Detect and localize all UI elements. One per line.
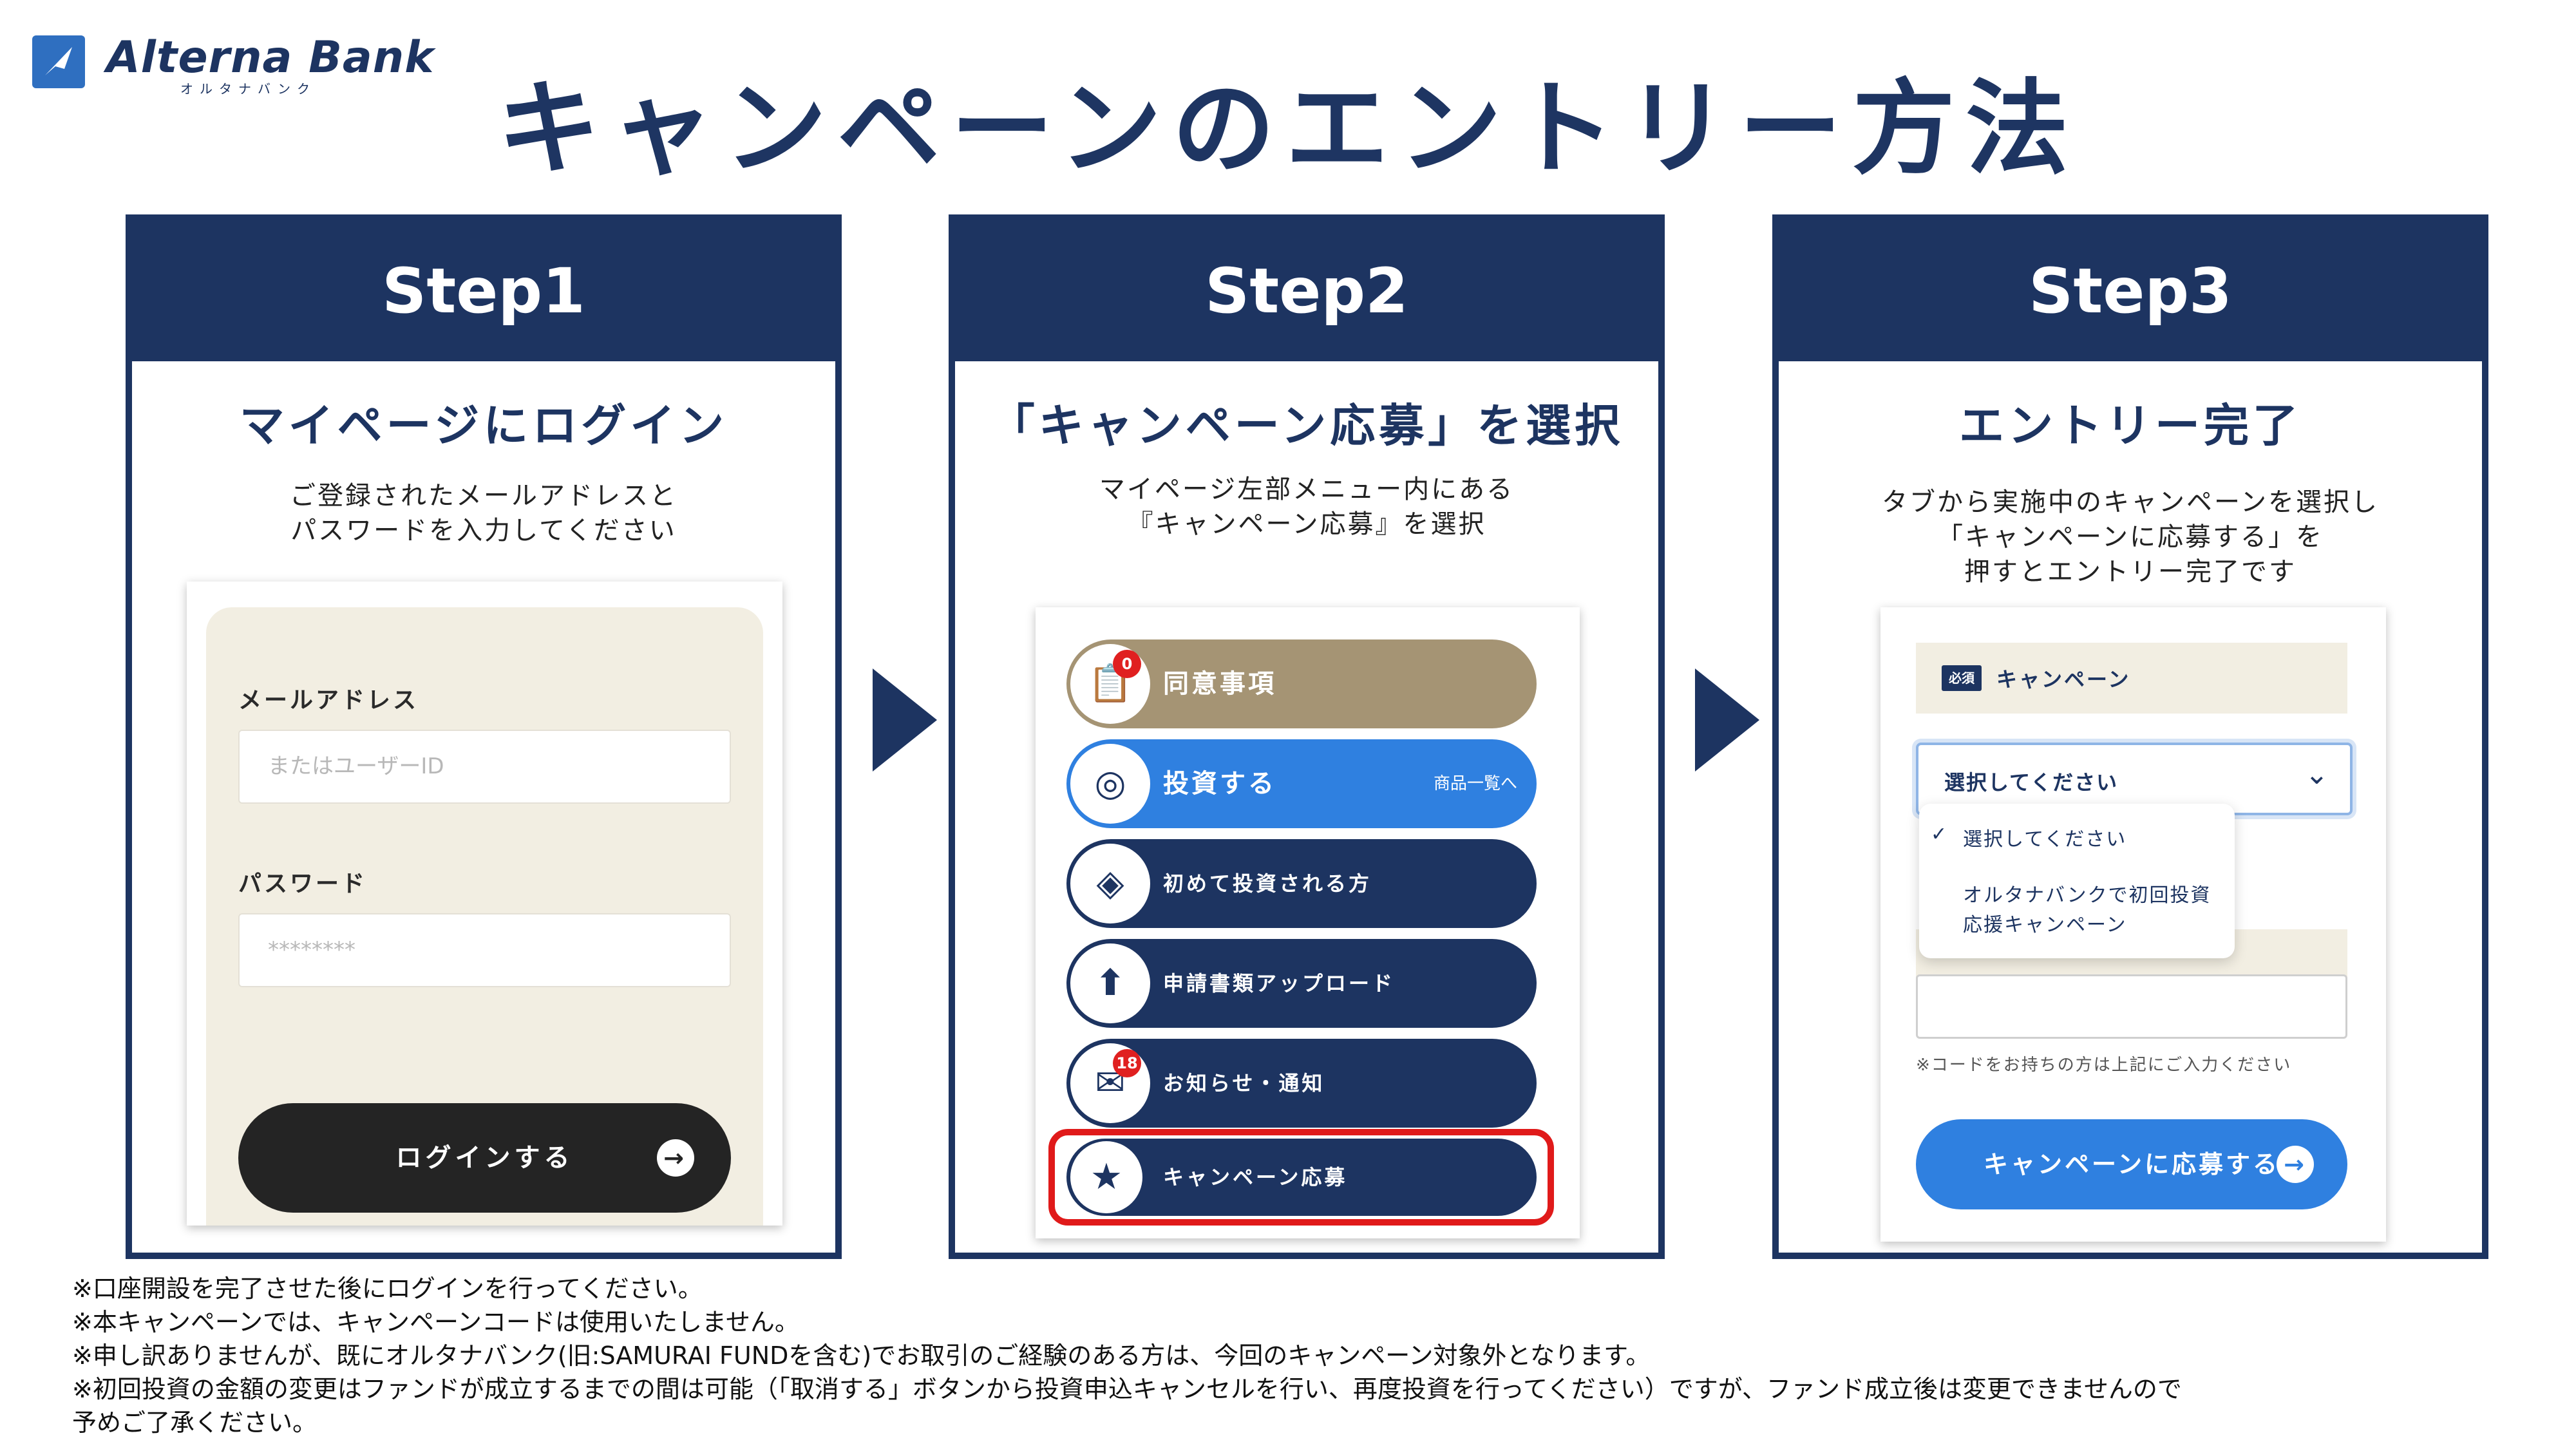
apply-button-label: キャンペーンに応募する [1983,1150,2280,1179]
menu-item-notifications[interactable]: ✉ 18 お知らせ・通知 [1066,1039,1537,1128]
login-card: メールアドレス またはユーザーID パスワード ******** ログインする … [206,607,763,1226]
chevron-down-icon: ⌄ [2305,758,2329,791]
coins-icon: ◎ [1070,744,1150,824]
menu-item-label: お知らせ・通知 [1163,1071,1325,1095]
campaign-form-mock: 必須 キャンペーン 選択してください ⌄ ✓ 選択してください オルタナバンクで… [1880,607,2386,1242]
step3-header: Step3 [1779,221,2482,361]
menu-item-label: 同意事項 [1163,669,1276,699]
arrow-right-circle-icon: → [657,1139,694,1177]
notifications-badge: 18 [1113,1049,1141,1077]
upload-icon: ⬆ [1070,943,1150,1023]
logo-subtitle: オルタナバンク [180,81,316,97]
alterna-logo-icon [32,35,85,88]
step3-panel: Step3 エントリー完了 タブから実施中のキャンペーンを選択し 「キャンペーン… [1772,214,2488,1259]
email-input[interactable]: またはユーザーID [238,730,731,804]
step2-description: マイページ左部メニュー内にある 『キャンペーン応募』を選択 [1099,475,1515,539]
arrow-right-circle-icon: → [2277,1146,2314,1183]
login-button-label: ログインする [395,1143,574,1173]
step1-title: マイページにログイン [239,399,728,452]
campaign-section-label: キャンペーン [1996,667,2131,692]
logo-text: Alterna Bank [106,32,435,83]
menu-item-upload[interactable]: ⬆ 申請書類アップロード [1066,939,1537,1028]
beginner-mark-icon: ◈ [1070,844,1150,923]
step1-header: Step1 [132,221,835,361]
menu-item-campaign[interactable]: ★ キャンペーン応募 [1066,1139,1537,1216]
invest-sub-link[interactable]: 商品一覧へ [1434,774,1518,793]
menu-item-agreement[interactable]: 📋 0 同意事項 [1066,639,1537,728]
footnotes: ※口座開設を完了させた後にログインを行ってください。 ※本キャンペーンでは、キャ… [72,1274,2182,1437]
checkmark-icon: ✓ [1931,823,1947,846]
menu-item-invest[interactable]: ◎ 投資する 商品一覧へ [1066,739,1537,828]
step3-description: タブから実施中のキャンペーンを選択し 「キャンペーンに応募する」を 押すとエント… [1882,488,2379,587]
login-button[interactable]: ログインする → [238,1103,731,1213]
menu-item-label: 初めて投資される方 [1163,871,1372,896]
campaign-dropdown: ✓ 選択してください オルタナバンクで初回投資 応援キャンペーン [1919,804,2235,958]
campaign-code-input[interactable] [1916,974,2347,1039]
step2-title: 「キャンペーン応募」を選択 [989,399,1624,452]
step-arrow-1-icon [873,668,937,772]
highlight-frame [1048,1129,1554,1226]
dropdown-option-campaign[interactable]: オルタナバンクで初回投資 応援キャンペーン [1963,884,2211,936]
mypage-menu-mock: 📋 0 同意事項 ◎ 投資する 商品一覧へ ◈ 初めて投資される方 ⬆ 申請書類… [1036,607,1580,1238]
campaign-select-value: 選択してください [1944,770,2119,795]
step3-title: エントリー完了 [1959,399,2302,452]
step2-header: Step2 [955,221,1658,361]
step1-description: ご登録されたメールアドレスと パスワードを入力してください [290,481,677,545]
email-label: メールアドレス [238,687,419,714]
password-label: パスワード [238,871,368,897]
menu-item-beginners[interactable]: ◈ 初めて投資される方 [1066,839,1537,928]
password-input[interactable]: ******** [238,913,731,987]
menu-item-label: 申請書類アップロード [1163,971,1396,996]
agreement-badge: 0 [1113,650,1141,678]
page-title: キャンペーンのエントリー方法 [497,68,2079,189]
apply-campaign-button[interactable]: キャンペーンに応募する → [1916,1119,2347,1209]
menu-item-label: 投資する [1163,769,1276,799]
step-arrow-2-icon [1695,668,1759,772]
step2-panel: Step2 「キャンペーン応募」を選択 マイページ左部メニュー内にある 『キャン… [949,214,1665,1259]
star-icon: ★ [1070,1141,1142,1213]
step1-panel: Step1 マイページにログイン ご登録されたメールアドレスと パスワードを入力… [126,214,842,1259]
menu-item-label: キャンペーン応募 [1163,1165,1348,1189]
campaign-section-bar: 必須 キャンペーン [1916,643,2347,714]
code-note: ※コードをお持ちの方は上記にご入力ください [1916,1056,2292,1075]
required-tag: 必須 [1942,665,1982,691]
campaign-select[interactable]: 選択してください ⌄ [1916,743,2353,815]
login-form-mock: メールアドレス またはユーザーID パスワード ******** ログインする … [187,582,782,1226]
dropdown-option-default[interactable]: 選択してください [1963,828,2127,851]
